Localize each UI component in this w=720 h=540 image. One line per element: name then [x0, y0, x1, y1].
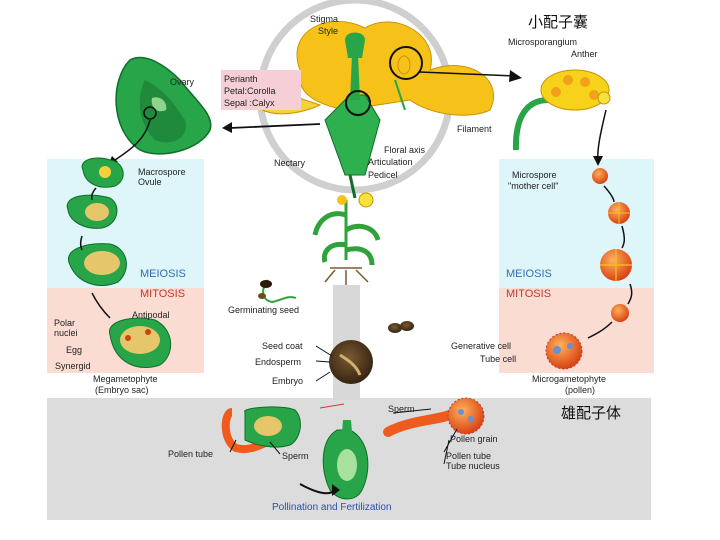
female-meiosis-label: MEIOSIS	[140, 268, 186, 280]
ovule-label: Ovule	[138, 177, 162, 187]
microsporangium-label: Microsporangium	[508, 37, 578, 47]
perianth-label: Perianth	[224, 74, 258, 84]
embryo-label: Embryo	[272, 376, 304, 386]
pollen-tube-left-label: Pollen tube	[168, 449, 214, 459]
embryo-sac-label: (Embryo sac)	[95, 385, 149, 395]
antipodal-label: Antipodal	[132, 310, 170, 320]
megagametophyte-label: Megametophyte	[93, 374, 158, 384]
sperm-top-label: Sperm	[388, 404, 415, 414]
fertilization-illustration	[221, 397, 485, 500]
synergid-label: Synergid	[55, 361, 91, 371]
germinating-seed-label: Germinating seed	[228, 305, 300, 315]
egg-label: Egg	[66, 345, 83, 355]
perianth-box	[221, 70, 301, 110]
pollen-tube-right-label: Pollen tube	[446, 451, 492, 461]
plant-and-seed	[258, 192, 414, 384]
microspore-stages	[545, 168, 633, 370]
pollen-label: (pollen)	[565, 385, 596, 395]
seed-coat-label: Seed coat	[262, 341, 303, 351]
endosperm-label: Endosperm	[255, 357, 302, 367]
filament-label: Filament	[457, 124, 492, 134]
generative-cell-label: Generative cell	[451, 341, 512, 351]
petal-label: Petal:Corolla	[224, 86, 276, 96]
pollen-grain-label: Pollen grain	[450, 434, 498, 444]
male-mitosis-label: MITOSIS	[506, 288, 552, 300]
female-mitosis-label: MITOSIS	[140, 288, 186, 300]
ovule-stages	[66, 157, 172, 368]
nectary-label: Nectary	[274, 158, 306, 168]
style-label: Style	[318, 26, 339, 36]
male-meiosis-label: MEIOSIS	[506, 268, 552, 280]
male-gametophyte-label: 雄配子体	[561, 404, 622, 422]
articulation-label: Articulation	[368, 157, 413, 167]
sepal-label: Sepal :Calyx	[224, 98, 275, 108]
anther-illustration	[512, 69, 611, 166]
microgametophyte-label: Microgametophyte	[532, 374, 607, 384]
microgametangium-label: 小配子囊	[528, 13, 589, 31]
macrospore-label: Macrospore	[138, 167, 186, 177]
fertilization-title: Pollination and Fertilization	[272, 502, 392, 513]
anther-label: Anther	[571, 49, 598, 59]
tube-nucleus-label: Tube nucleus	[446, 461, 500, 471]
flower-illustration	[257, 20, 522, 199]
mother-cell-label: "mother cell"	[508, 181, 559, 191]
ovary-illustration	[108, 56, 321, 165]
polar-label: Polar	[54, 318, 76, 328]
ovary-label: Ovary	[170, 77, 195, 87]
tube-cell-label: Tube cell	[480, 354, 517, 364]
stigma-label: Stigma	[310, 14, 339, 24]
microspore-label: Microspore	[512, 170, 557, 180]
pedicel-label: Pedicel	[368, 170, 398, 180]
floral-axis-label: Floral axis	[384, 145, 426, 155]
sperm-left-label: Sperm	[282, 451, 309, 461]
nuclei-label: nuclei	[54, 328, 78, 338]
